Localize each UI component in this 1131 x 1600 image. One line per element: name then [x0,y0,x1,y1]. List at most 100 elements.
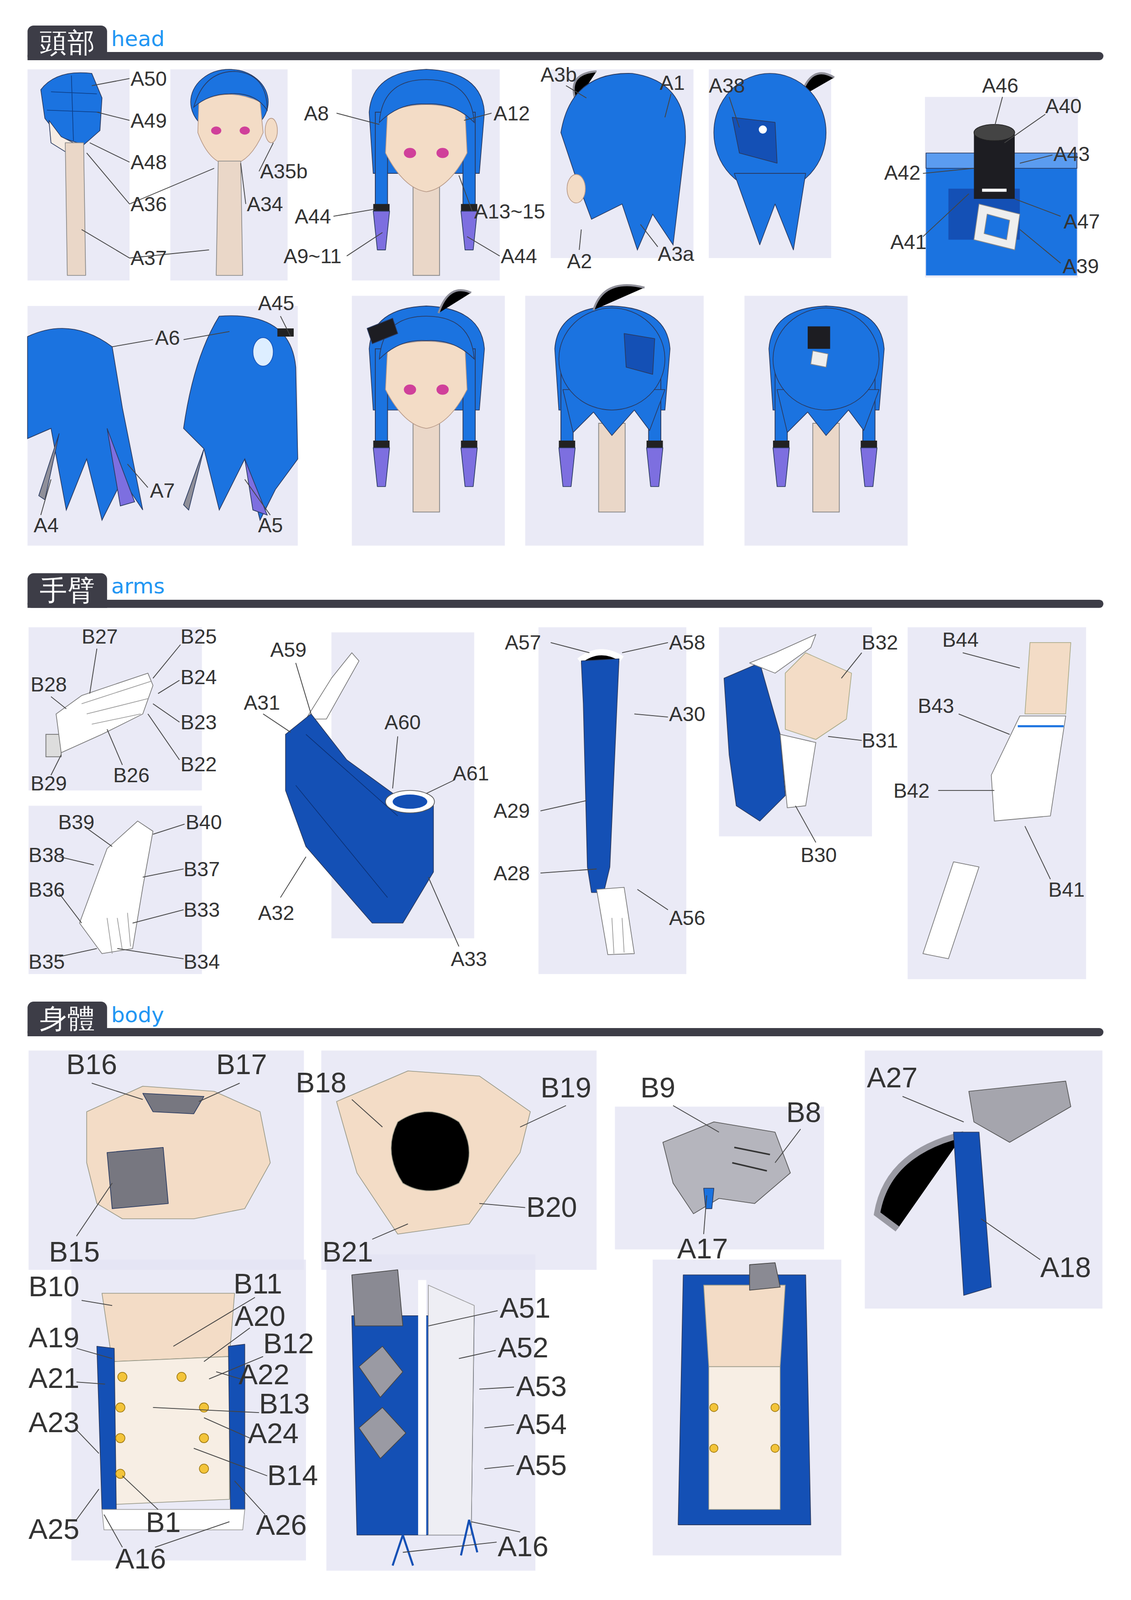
model-part [860,447,877,487]
model-part [773,307,880,410]
leader-line [640,224,658,247]
callout-number: A51 [499,1291,551,1326]
callout-number: B14 [267,1458,318,1493]
leader-line [775,1128,801,1163]
model-part [810,350,829,368]
model-part [593,285,645,311]
leader-line [183,331,230,340]
model-part [771,1403,780,1412]
model-part [351,1269,403,1326]
callout-number: B21 [322,1234,374,1270]
callout-number: A58 [669,630,706,655]
model-part [596,887,635,955]
callout-number: A39 [1062,254,1100,279]
callout-number: B32 [861,630,899,655]
leader-line [1019,155,1053,164]
model-part [646,447,664,487]
model-part [176,1372,187,1382]
model-part [749,1262,781,1290]
model-part [199,1463,209,1474]
model-part [560,73,686,250]
leader-line [96,112,130,121]
callout-number: A44 [294,203,332,229]
model-part [367,318,398,344]
model-part [375,112,388,209]
callout-number: A38 [708,73,746,99]
model-part [375,348,388,446]
model-part [183,315,298,520]
callout-number: A40 [1045,93,1082,119]
ghost-panel [719,627,872,836]
leader-line [142,868,184,877]
model-part [558,307,665,410]
model-part [277,328,294,337]
model-part [436,147,449,158]
callout-number: A57 [504,630,542,655]
callout-number: A3a [657,241,695,267]
model-part [239,126,250,135]
callout-number: A18 [1040,1250,1091,1285]
callout-number: B43 [918,693,955,719]
callout-number: A36 [130,191,167,217]
model-part [413,423,440,513]
leader-line [466,236,500,256]
ghost-panel [351,69,500,281]
leader-line [351,1099,383,1127]
callout-number: B38 [28,842,66,867]
model-part [749,634,816,674]
callout-number: B12 [263,1327,314,1362]
leader-line [923,193,970,237]
callout-number: A31 [243,690,281,716]
model-part [385,341,467,429]
model-part [295,734,398,898]
callout-number: A35b [259,159,308,184]
section-header: 身體body [27,1001,165,1037]
head-model [367,290,485,512]
model-part [984,214,1010,240]
callout-number: B29 [30,771,68,796]
leader-line [479,1203,526,1208]
leader-line [519,1105,566,1127]
callout-number: A32 [258,900,295,926]
callout-number: A29 [493,798,530,824]
callout-number: A49 [130,108,167,133]
callout-number: A25 [28,1512,80,1547]
model-part [974,203,1021,250]
leader-line [132,909,184,924]
callout-number: B18 [295,1065,347,1100]
model-part [199,1402,209,1412]
callout-number: B23 [180,709,218,735]
leader-line [841,652,862,679]
callout-number: B37 [183,856,221,882]
callout-number: A50 [130,66,167,91]
leader-line [1004,114,1046,143]
ghost-panel [708,69,831,259]
model-part [107,912,131,954]
leader-line [89,142,130,162]
model-part [379,79,475,123]
callout-number: B26 [113,762,150,788]
callout-number: A16 [497,1530,549,1565]
leader-line [428,1310,498,1327]
leader-line [471,1521,520,1532]
callout-number: A60 [384,709,421,735]
callout-number: A16 [115,1542,167,1577]
callout-number: A4 [33,513,59,538]
leader-line [980,1218,1041,1260]
model-part [461,440,478,448]
model-part [771,1443,780,1453]
model-part [428,1285,475,1536]
model-part [860,440,877,448]
model-part [373,440,390,448]
leader-line [127,463,149,488]
callout-number: A54 [516,1407,567,1442]
callout-number: B9 [640,1070,676,1106]
leader-line [152,703,180,722]
leader-line [484,1465,514,1469]
callout-number: B28 [30,672,68,697]
model-part [358,1407,406,1459]
callout-number: A17 [677,1232,728,1267]
leader-line [234,1480,265,1515]
leader-line [81,229,130,259]
